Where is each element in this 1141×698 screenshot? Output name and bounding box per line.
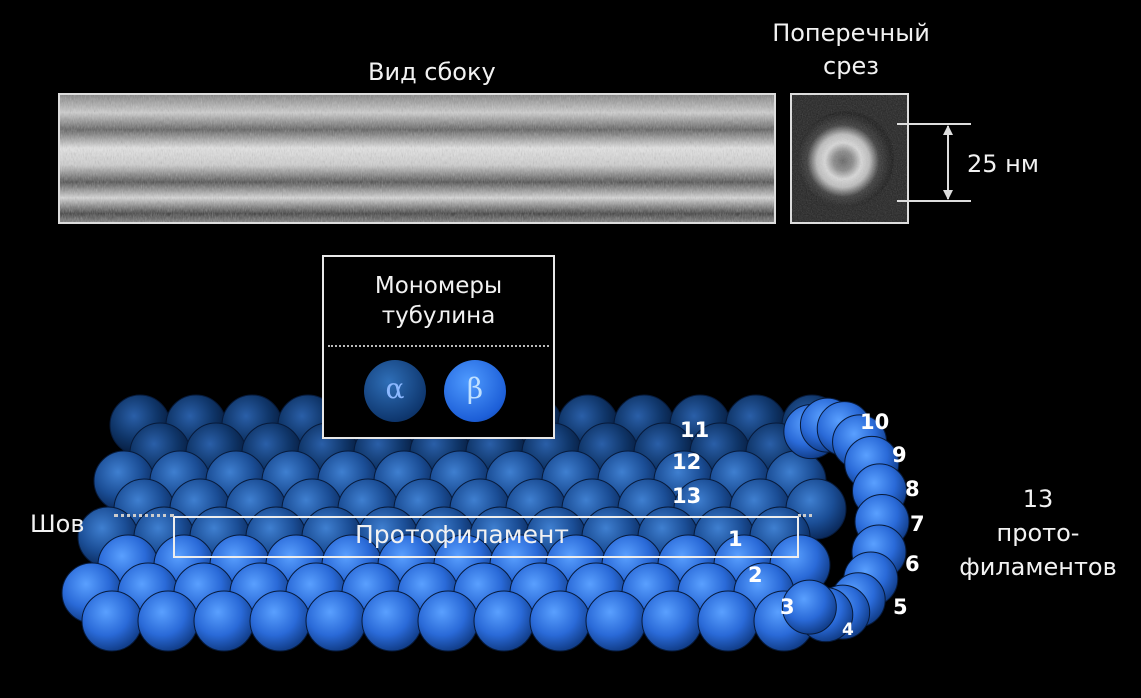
pf-number-6: 6: [905, 552, 920, 576]
side-view-micrograph: [58, 93, 776, 224]
pf-number-4: 4: [842, 620, 854, 640]
pf-number-5: 5: [893, 595, 908, 619]
seam-label: Шов: [30, 510, 85, 538]
tubulin-subunit: [585, 590, 647, 652]
tubulin-subunit: [529, 590, 591, 652]
pf-number-3: 3: [780, 595, 795, 619]
tubulin-subunit: [137, 590, 199, 652]
pf-number-2: 2: [748, 563, 763, 587]
tubulin-subunit: [641, 590, 703, 652]
tubulin-subunit: [417, 590, 479, 652]
protofilament-label: Протофиламент: [355, 520, 569, 549]
tubulin-subunit: [305, 590, 367, 652]
protofilament-highlight: [173, 516, 799, 558]
pf-number-1: 1: [728, 527, 743, 551]
seam-line-end: [798, 514, 812, 517]
pf-number-12: 12: [672, 450, 702, 474]
legend-divider: [328, 345, 549, 347]
cross-section-label: Поперечный срез: [772, 19, 930, 80]
protofilament-count-label: 13 прото- филаментов: [959, 485, 1117, 581]
tubulin-subunit: [249, 590, 311, 652]
monomers-title: Мономеры тубулина: [374, 273, 503, 329]
pf-number-9: 9: [892, 443, 907, 467]
end-subunit: [781, 579, 837, 635]
pf-number-11: 11: [680, 418, 710, 442]
monomers-legend: Мономеры тубулина α β: [322, 255, 555, 439]
pf-number-7: 7: [910, 512, 925, 536]
tubulin-subunit: [473, 590, 535, 652]
pf-number-10: 10: [860, 410, 890, 434]
beta-tubulin-icon: β: [444, 360, 506, 422]
cross-section-micrograph: [790, 93, 909, 224]
alpha-tubulin-icon: α: [364, 360, 426, 422]
side-view-label: Вид сбоку: [368, 58, 496, 86]
tubulin-subunit: [697, 590, 759, 652]
tubulin-subunit: [193, 590, 255, 652]
diameter-label: 25 нм: [967, 150, 1039, 178]
seam-line: [114, 514, 174, 517]
pf-number-13: 13: [672, 484, 702, 508]
pf-number-8: 8: [905, 477, 920, 501]
diameter-marker: [897, 123, 971, 202]
tubulin-subunit: [361, 590, 423, 652]
tubulin-subunit: [81, 590, 143, 652]
